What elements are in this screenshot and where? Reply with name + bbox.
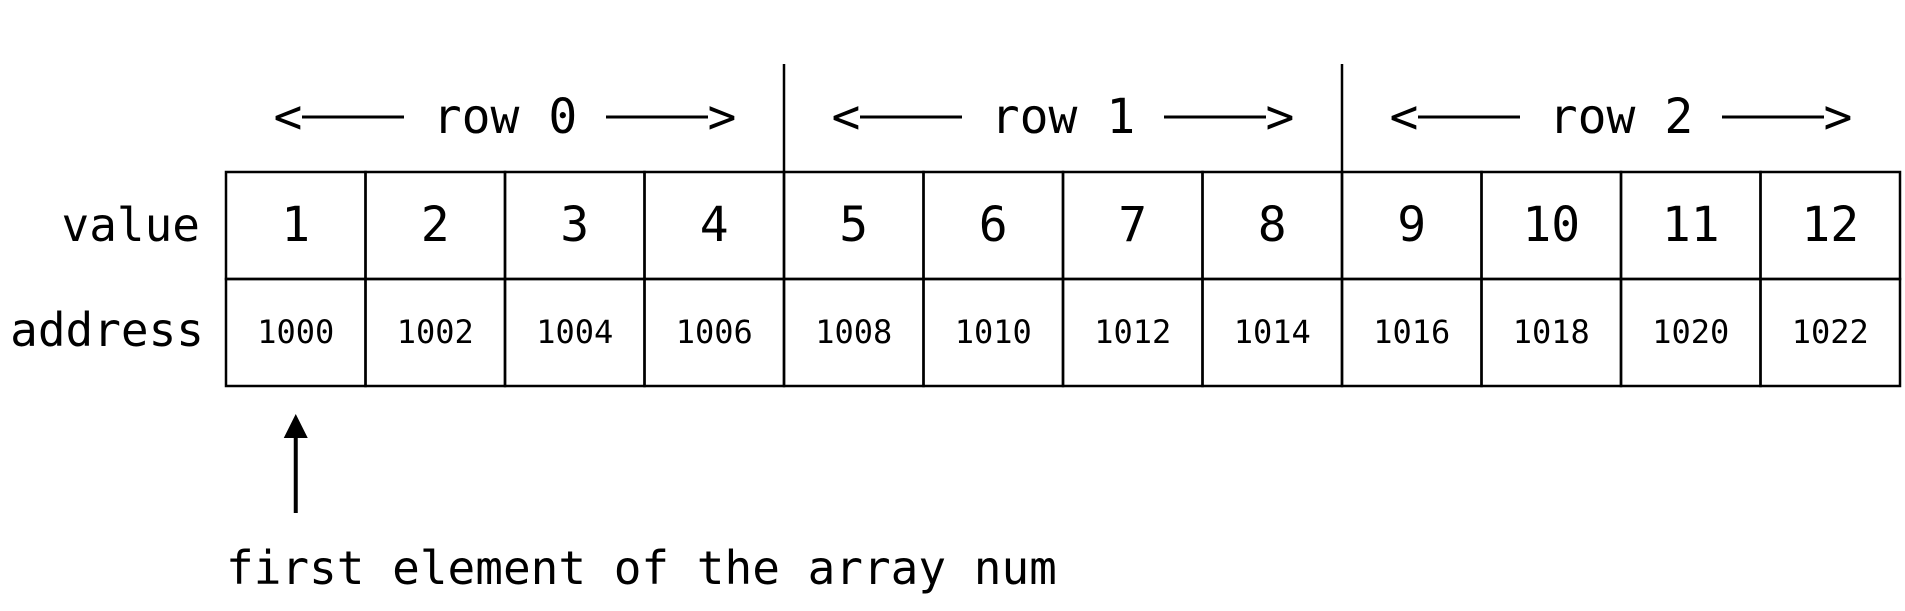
value-cell-text: 6 [979,197,1008,253]
pointer-caption: first element of the array num [226,541,1057,595]
address-cell-text: 1006 [676,313,753,351]
right-arrow-head: > [1266,89,1295,145]
row-group-label: row 0 [433,89,578,145]
row-group-header: row 0 < > [274,89,737,145]
value-row-label: value [62,198,200,252]
value-cell-text: 5 [839,197,868,253]
value-cell-text: 8 [1258,197,1287,253]
row-group-label: row 1 [991,89,1136,145]
address-cell-text: 1022 [1792,313,1869,351]
address-cell-text: 1010 [955,313,1032,351]
address-row: 1000 1002 1004 1006 1008 1010 1012 1014 1016 1018… [224,277,1902,388]
left-arrow-head: < [274,89,303,145]
address-cell-text: 1002 [397,313,474,351]
address-cell-text: 1018 [1513,313,1590,351]
row-group-headers: row 0 < > row 1 < > row 2 < > [274,89,1853,145]
value-cell-text: 10 [1522,197,1580,253]
value-cell-text: 1 [281,197,310,253]
value-cell-text: 2 [421,197,450,253]
row-group-dividers [782,64,1344,172]
address-cell [1759,277,1902,388]
value-cell-text: 12 [1801,197,1859,253]
value-cell-text: 4 [700,197,729,253]
left-arrow-head: < [1390,89,1419,145]
first-element-pointer [283,414,308,513]
value-cell-text: 9 [1397,197,1426,253]
value-cell-text: 3 [560,197,589,253]
address-cell-text: 1004 [536,313,613,351]
address-cell-text: 1014 [1234,313,1311,351]
address-cell-text: 1000 [257,313,334,351]
address-cell-text: 1008 [815,313,892,351]
value-cell-text: 11 [1662,197,1720,253]
value-cell-text: 7 [1118,197,1147,253]
row-group-label: row 2 [1549,89,1694,145]
right-arrow-head: > [1824,89,1853,145]
address-cell-text: 1012 [1094,313,1171,351]
address-cell-text: 1020 [1652,313,1729,351]
left-arrow-head: < [832,89,861,145]
row-group-header: row 2 < > [1390,89,1853,145]
address-row-label: address [10,303,204,357]
address-cell-text: 1016 [1373,313,1450,351]
row-group-header: row 1 < > [832,89,1295,145]
right-arrow-head: > [708,89,737,145]
pointer-arrow-head [283,414,308,438]
